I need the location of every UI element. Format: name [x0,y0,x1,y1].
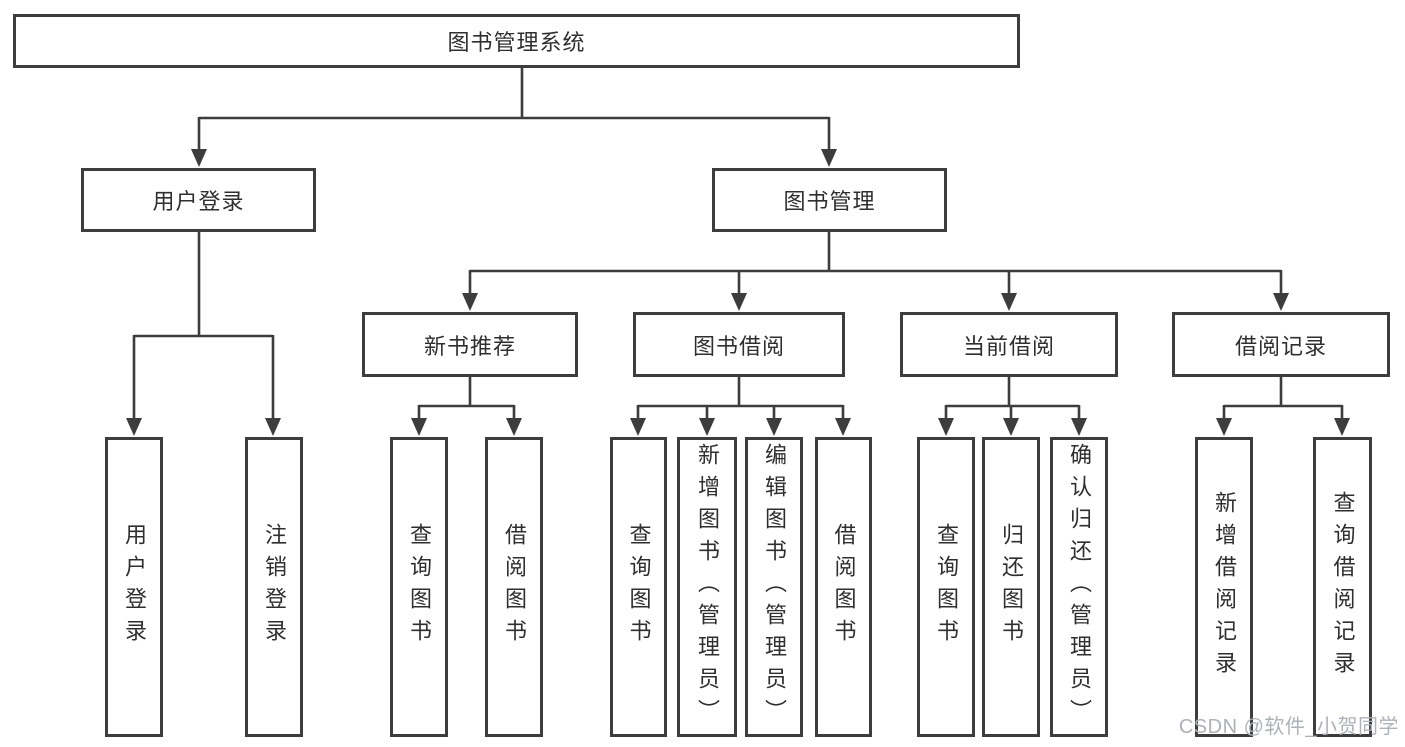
node-leaf-add-book-admin: 新增图书（管理员） [677,437,737,737]
node-book-management: 图书管理 [712,168,947,232]
csdn-watermark: CSDN @软件_小贺同学 [1178,716,1399,738]
node-leaf-query-borrow-record: 查询借阅记录 [1313,437,1372,737]
node-leaf-edit-book-admin: 编辑图书（管理员） [745,437,803,737]
arrow-down-icon [462,293,478,311]
arrow-down-icon [1334,418,1350,436]
arrow-down-icon [630,418,646,436]
node-leaf-add-borrow-record: 新增借阅记录 [1195,437,1253,737]
node-leaf-user-login: 用户登录 [105,437,163,737]
arrow-down-icon [506,418,522,436]
arrow-down-icon [1273,293,1289,311]
node-leaf-borrow-books: 借阅图书 [485,437,543,737]
arrow-down-icon [1071,418,1087,436]
arrow-down-icon [265,418,281,436]
arrow-down-icon [766,418,782,436]
arrow-down-icon [821,149,837,167]
node-leaf-query-books: 查询图书 [610,437,667,737]
arrow-down-icon [1216,418,1232,436]
node-leaf-borrow-books: 借阅图书 [815,437,872,737]
connector-path [132,68,1344,420]
node-leaf-confirm-return-admin: 确认归还（管理员） [1050,437,1108,737]
arrow-down-icon [835,418,851,436]
arrow-down-icon [1001,293,1017,311]
arrow-down-icon [938,418,954,436]
node-leaf-query-books: 查询图书 [390,437,448,737]
node-root-system: 图书管理系统 [13,14,1020,68]
node-leaf-query-books: 查询图书 [917,437,975,737]
arrow-down-icon [699,418,715,436]
node-current-borrow: 当前借阅 [900,312,1118,377]
node-user-login: 用户登录 [81,168,316,232]
arrow-down-icon [1003,418,1019,436]
node-new-book-recommend: 新书推荐 [362,312,578,377]
arrow-down-icon [126,418,142,436]
arrow-down-icon [411,418,427,436]
arrow-down-icon [191,149,207,167]
node-borrow-records: 借阅记录 [1172,312,1390,377]
node-leaf-logout: 注销登录 [245,437,303,737]
arrow-down-icon [731,293,747,311]
node-leaf-return-books: 归还图书 [982,437,1040,737]
node-book-borrow: 图书借阅 [633,312,845,377]
